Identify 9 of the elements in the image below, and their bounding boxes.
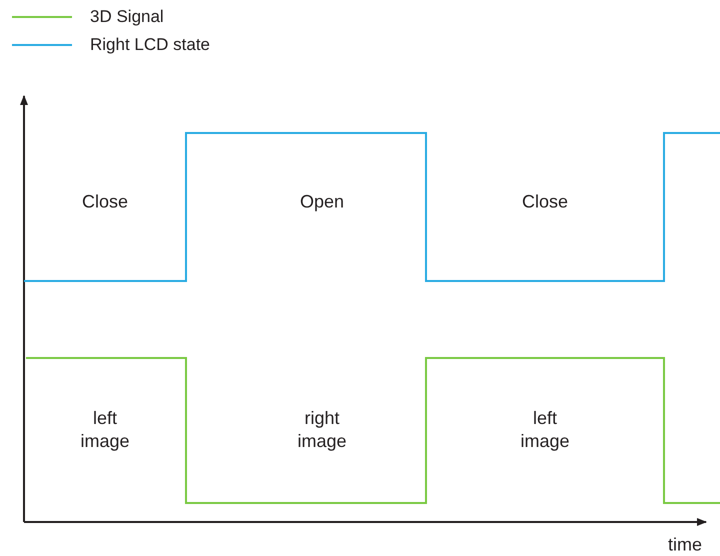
axis-label: time <box>666 534 703 556</box>
state-label: Open <box>298 190 346 214</box>
state-label: Close <box>520 190 570 214</box>
state-label: left image <box>79 407 131 453</box>
state-label: left image <box>519 407 571 453</box>
state-label: Close <box>80 190 130 214</box>
legend-text: Right LCD state <box>90 36 210 53</box>
legend-text: 3D Signal <box>90 8 164 25</box>
state-label: right image <box>296 407 348 453</box>
